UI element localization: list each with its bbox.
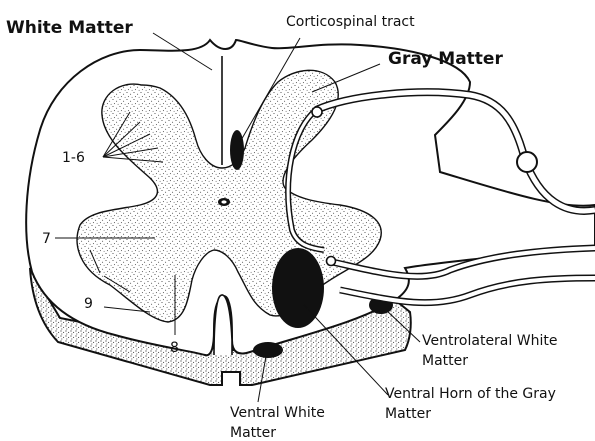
ventrolateral-label-line1: Ventrolateral White (422, 333, 557, 349)
central-canal-lumen (221, 200, 226, 203)
ventrolateral-label-line2: Matter (422, 353, 468, 369)
ventral-white-label-line2: Matter (230, 425, 276, 441)
ventral-white-label-line1: Ventral White (230, 405, 325, 421)
ventral-horn-label-line1: Ventral Horn of the Gray (385, 386, 556, 402)
dorsal-terminal-bouton (312, 107, 322, 117)
lamina-7-label: 7 (42, 231, 51, 247)
ventral-terminal-bouton (327, 257, 336, 266)
laminae-1-6-label: 1-6 (62, 150, 85, 166)
lamina-9-label: 9 (84, 296, 93, 312)
gray-matter-label: Gray Matter (388, 49, 503, 69)
dorsal-root-ganglion-cell (517, 152, 537, 172)
ventral-horn-label-line2: Matter (385, 406, 431, 422)
ventral-horn-black-shape (272, 248, 324, 328)
white-matter-label: White Matter (6, 18, 133, 38)
corticospinal-tract-shape (230, 130, 244, 170)
corticospinal-tract-label: Corticospinal tract (286, 14, 415, 30)
ventral-white-black-shape (253, 342, 283, 358)
lamina-8-label: 8 (170, 340, 179, 356)
